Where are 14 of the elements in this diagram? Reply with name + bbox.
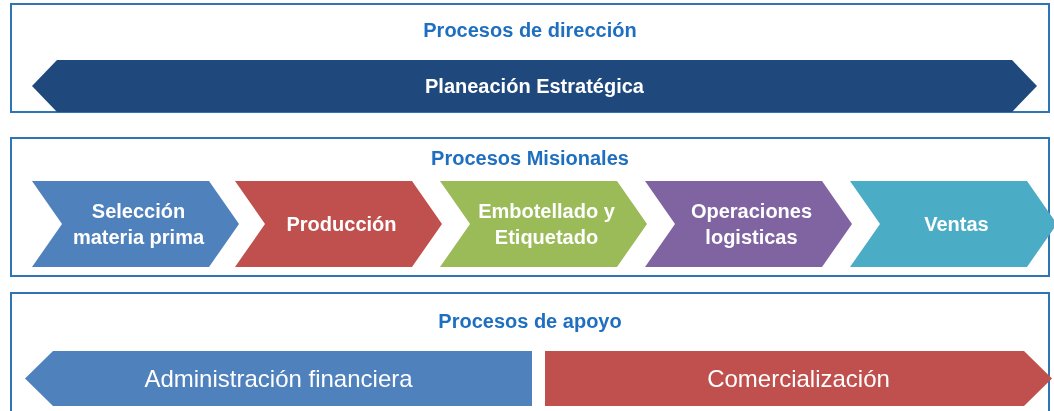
process-label: Producción (286, 212, 397, 237)
process-label: Operaciones logisticas (689, 199, 814, 250)
section-panel (10, 292, 1050, 411)
section-panel (10, 3, 1050, 113)
section-heading: Procesos de apoyo (438, 310, 622, 333)
process-label: Planeación Estratégica (425, 74, 644, 99)
section-heading: Procesos de dirección (423, 19, 637, 42)
section-heading: Procesos Misionales (431, 147, 629, 170)
process-label: Comercialización (707, 365, 890, 392)
process-label: Ventas (924, 212, 989, 237)
process-label: Embotellado y Etiquetado (477, 199, 616, 250)
process-label: Selección materia prima (71, 199, 206, 250)
process-step-box (850, 181, 1054, 267)
process-label: Administración financiera (144, 365, 413, 392)
